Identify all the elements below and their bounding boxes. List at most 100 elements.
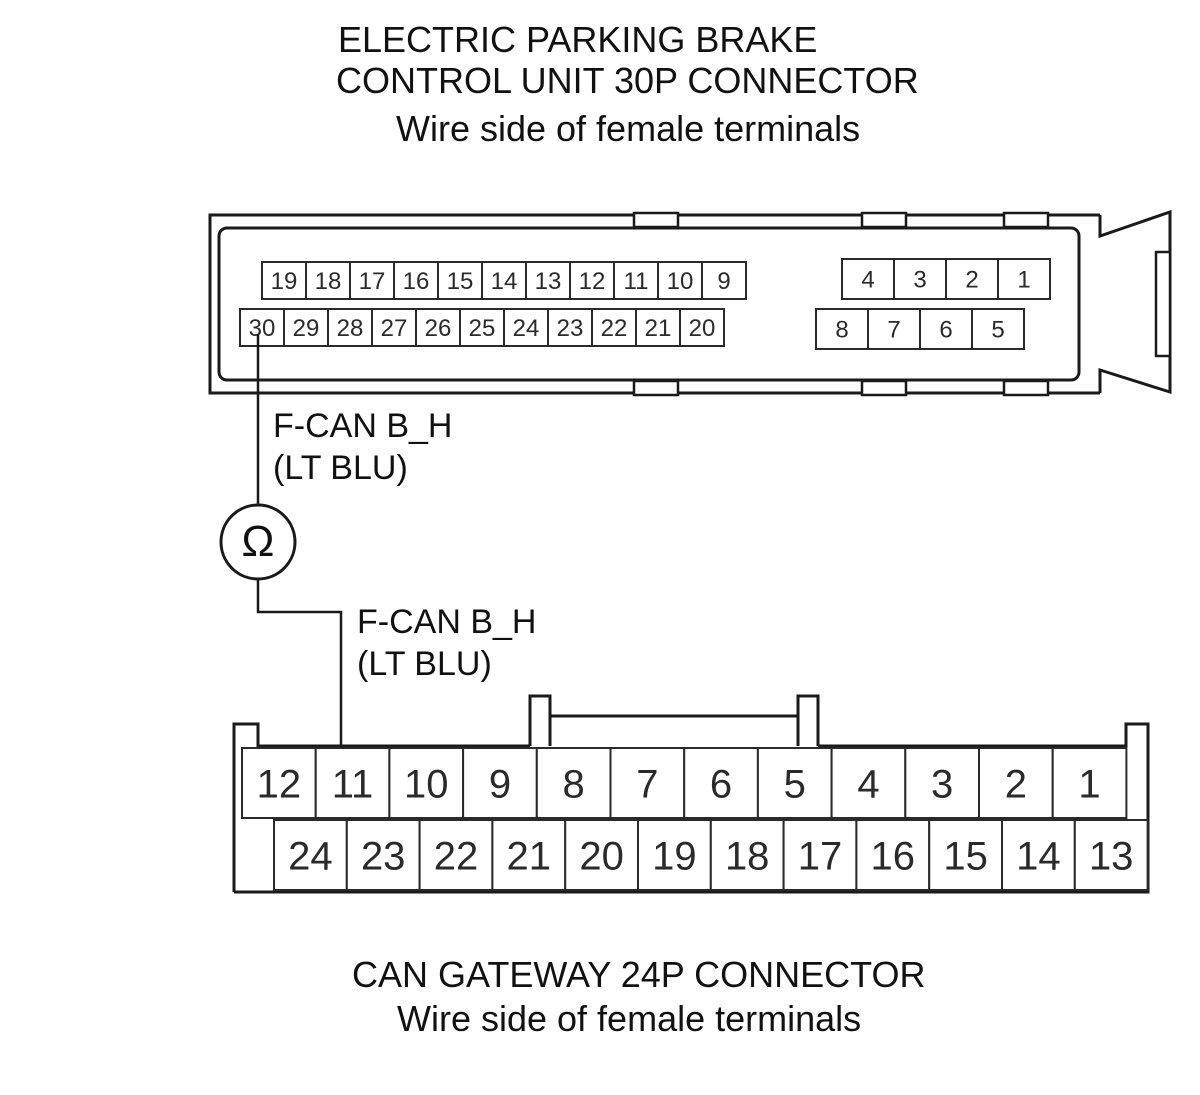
top-connector-title-line2: CONTROL UNIT 30P CONNECTOR xyxy=(336,60,919,101)
top-left-row1-terminal-12: 12 xyxy=(579,268,606,295)
top-left-row2-cell-20 xyxy=(679,308,725,347)
top-left-row2-terminal-25: 25 xyxy=(469,315,496,342)
top-right-row1-cell-4 xyxy=(841,258,895,300)
top-connector-title-line1: ELECTRIC PARKING BRAKE xyxy=(338,19,818,60)
top-connector-housing xyxy=(208,209,1172,395)
bottom-row1-cell-1 xyxy=(1051,747,1128,819)
top-left-row1-terminal-18: 18 xyxy=(315,268,342,295)
top-left-row2-terminal-20: 20 xyxy=(689,315,716,342)
top-right-row1-cell-1 xyxy=(997,258,1051,300)
top-left-row1-terminal-10: 10 xyxy=(667,268,694,295)
bottom-row1-cell-11 xyxy=(314,747,391,819)
bottom-row1-terminal-1: 1 xyxy=(1078,762,1100,806)
bottom-row1-cell-10 xyxy=(388,747,465,819)
bottom-row2-terminal-19: 19 xyxy=(652,834,697,878)
top-left-row2-terminal-28: 28 xyxy=(337,315,364,342)
top-left-row1-cell-18 xyxy=(305,261,351,300)
top-left-row1-terminal-19: 19 xyxy=(271,268,298,295)
bottom-connector-subtitle: Wire side of female terminals xyxy=(397,998,862,1039)
top-left-row1-terminal-16: 16 xyxy=(403,268,430,295)
bottom-row1-terminal-4: 4 xyxy=(857,762,879,806)
top-connector-subtitle: Wire side of female terminals xyxy=(396,108,861,149)
bottom-row2-terminal-16: 16 xyxy=(871,834,916,878)
bottom-row1-terminal-5: 5 xyxy=(784,762,806,806)
bottom-row2-terminal-13: 13 xyxy=(1089,834,1134,878)
top-left-row1-terminal-14: 14 xyxy=(491,268,518,295)
bottom-connector-housing xyxy=(232,694,1150,894)
wire-lower xyxy=(256,579,343,748)
top-right-row1-terminal-2: 2 xyxy=(965,267,978,294)
top-left-row2-terminal-24: 24 xyxy=(513,315,540,342)
top-right-row2-terminal-7: 7 xyxy=(887,317,900,344)
bottom-row2-cell-18 xyxy=(709,819,785,891)
bottom-connector-title: CAN GATEWAY 24P CONNECTOR xyxy=(352,954,926,995)
upper-wire-signal-label: F-CAN B_H xyxy=(273,407,453,445)
lower-wire-signal-label: F-CAN B_H xyxy=(357,603,537,641)
bottom-row1-cell-2 xyxy=(978,747,1054,819)
bottom-row2-terminal-20: 20 xyxy=(579,834,624,878)
top-right-row1-terminal-1: 1 xyxy=(1017,267,1030,294)
top-right-row2-terminal-5: 5 xyxy=(991,317,1004,344)
bottom-row1-cell-5 xyxy=(756,747,833,819)
top-left-row1-terminal-15: 15 xyxy=(447,268,474,295)
bottom-row2-cell-16 xyxy=(855,819,931,891)
upper-wire-color-label: (LT BLU) xyxy=(273,449,408,487)
top-left-row1-terminal-11: 11 xyxy=(624,268,649,295)
top-right-row1-terminal-3: 3 xyxy=(913,267,926,294)
top-left-row2-terminal-26: 26 xyxy=(425,315,452,342)
bottom-row2-cell-23 xyxy=(345,819,421,891)
bottom-row1-terminal-2: 2 xyxy=(1005,762,1027,806)
top-right-row1-terminal-4: 4 xyxy=(861,267,874,294)
top-left-row2-terminal-21: 21 xyxy=(645,315,672,342)
top-right-row2-terminal-8: 8 xyxy=(835,317,848,344)
top-left-row1-cell-16 xyxy=(393,261,439,300)
top-left-row2-terminal-23: 23 xyxy=(557,315,584,342)
bottom-row2-terminal-21: 21 xyxy=(507,834,552,878)
top-left-row1-terminal-17: 17 xyxy=(359,268,386,295)
top-connector-left-block: 19 18 17 16 15 14 13 12 11 10 9 30 29 28 27 26 25 24 23 22 2… xyxy=(239,261,747,347)
bottom-row1-cell-3 xyxy=(904,747,980,819)
top-left-row1-cell-11 xyxy=(613,261,659,300)
top-left-row2-terminal-27: 27 xyxy=(381,315,408,342)
bottom-row2-terminal-23: 23 xyxy=(361,834,406,878)
bottom-row2-cell-19 xyxy=(637,819,712,891)
bottom-row2-terminal-14: 14 xyxy=(1016,834,1061,878)
top-left-row2-cell-26 xyxy=(415,308,461,347)
top-left-row1-cell-14 xyxy=(481,261,527,300)
bottom-row2-terminal-17: 17 xyxy=(798,834,843,878)
top-left-row1-cell-9 xyxy=(701,261,747,300)
top-right-row2-cell-8 xyxy=(815,308,869,350)
bottom-row2-cell-13 xyxy=(1073,819,1149,891)
bottom-row1-terminal-9: 9 xyxy=(489,762,511,806)
top-left-row2-terminal-22: 22 xyxy=(601,315,628,342)
top-left-row1-cell-13 xyxy=(525,261,571,300)
bottom-row2-cell-17 xyxy=(782,819,858,891)
top-left-row1-cell-17 xyxy=(349,261,395,300)
bottom-row2-terminal-22: 22 xyxy=(434,834,479,878)
bottom-row2-cell-15 xyxy=(928,819,1004,891)
top-right-row2-terminal-6: 6 xyxy=(939,317,952,344)
top-left-row1-terminal-13: 13 xyxy=(535,268,562,295)
bottom-row1-terminal-12: 12 xyxy=(257,762,302,806)
top-left-row2-cell-24 xyxy=(503,308,549,347)
top-connector-tabs xyxy=(632,211,1172,397)
top-left-row1-terminal-9: 9 xyxy=(717,268,730,295)
top-left-row2-terminal-30: 30 xyxy=(249,315,276,342)
bottom-row2-terminal-24: 24 xyxy=(288,834,333,878)
bottom-row1-terminal-3: 3 xyxy=(931,762,953,806)
top-right-row2-cell-5 xyxy=(971,308,1025,350)
bottom-row1-cell-4 xyxy=(830,747,907,819)
top-left-row1-cell-10 xyxy=(657,261,703,300)
top-left-row2-cell-29 xyxy=(283,308,329,347)
bottom-row1-terminal-6: 6 xyxy=(710,762,732,806)
top-right-row1-cell-2 xyxy=(945,258,999,300)
bottom-row1-terminal-8: 8 xyxy=(563,762,585,806)
bottom-row1-cell-8 xyxy=(535,747,612,819)
bottom-row1-cell-12 xyxy=(241,747,317,819)
bottom-row2-terminal-15: 15 xyxy=(943,834,988,878)
top-left-row1-cell-15 xyxy=(437,261,483,300)
bottom-row2-cell-21 xyxy=(491,819,567,891)
top-left-row2-terminal-29: 29 xyxy=(293,315,320,342)
